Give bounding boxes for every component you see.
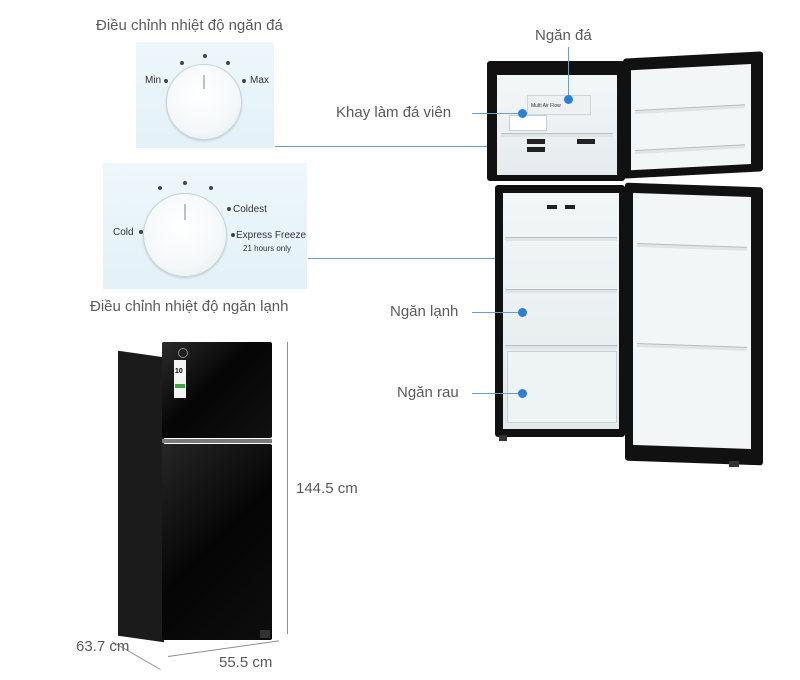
brand-logo — [178, 348, 188, 358]
dial-tick — [231, 233, 235, 237]
freezer-dial-knob — [166, 64, 242, 140]
callout-ngan-da-dot — [564, 95, 573, 104]
dial-tick — [183, 181, 187, 185]
height-dimension-line — [287, 342, 288, 634]
freezer-dial-panel: Min Max — [136, 42, 274, 148]
fridge-door-inner — [633, 192, 751, 449]
fridge-shelf — [505, 289, 617, 293]
knob-indicator — [184, 204, 186, 220]
dial-max-label: Max — [250, 75, 269, 86]
fridge-foot — [260, 630, 270, 638]
door-shelf — [635, 104, 745, 115]
freezer-dial-connector — [275, 146, 563, 147]
vent — [565, 205, 575, 209]
vent — [527, 147, 545, 152]
callout-ngan-lanh-leader — [472, 312, 522, 313]
vent — [527, 139, 545, 144]
freezer-interior: Multi Air Flow — [497, 75, 617, 175]
door-shelf — [637, 243, 747, 251]
fridge-shelf — [505, 237, 617, 241]
callout-ngan-lanh-label: Ngăn lạnh — [390, 303, 459, 320]
dial-cold-label: Cold — [113, 227, 134, 238]
fridge-dial-connector — [308, 258, 563, 259]
dial-tick — [203, 54, 207, 58]
dial-tick — [139, 230, 143, 234]
fridge-side-panel — [118, 350, 164, 643]
door-handle-strip — [162, 439, 272, 443]
callout-ngan-da-leader — [568, 47, 569, 97]
callout-ngan-rau-leader — [472, 393, 522, 394]
door-shelf — [635, 144, 745, 155]
fridge-control-title: Điều chỉnh nhiệt độ ngăn lạnh — [90, 298, 289, 315]
fridge-dial-panel: Cold Coldest Express Freeze 21 hours onl… — [103, 163, 307, 289]
open-fridge: Multi Air Flow — [487, 51, 767, 475]
fridge-cabinet — [495, 185, 625, 437]
dial-tick — [209, 186, 213, 190]
freezer-control-title: Điều chỉnh nhiệt độ ngăn đá — [96, 17, 283, 34]
dial-tick — [226, 61, 230, 65]
dial-coldest-label: Coldest — [233, 204, 267, 215]
ice-tray — [509, 115, 547, 131]
callout-khay-leader — [472, 113, 522, 114]
fridge-shelf — [505, 345, 617, 349]
callout-ngan-rau-dot — [518, 389, 527, 398]
callout-ngan-rau-label: Ngăn rau — [397, 384, 459, 401]
width-dimension-label: 55.5 cm — [219, 654, 273, 671]
fridge-foot — [499, 435, 507, 441]
door-shelf — [637, 343, 747, 351]
depth-dimension-label: 63.7 cm — [76, 638, 130, 655]
dial-express-label: Express Freeze — [236, 230, 307, 241]
callout-ngan-da-label: Ngăn đá — [535, 27, 592, 44]
vent — [577, 139, 595, 144]
energy-label-value: 10 — [175, 368, 183, 375]
fridge-door — [625, 182, 763, 466]
dial-tick — [227, 207, 231, 211]
energy-label: 10 — [174, 360, 186, 398]
airflow-panel — [527, 95, 591, 115]
dial-tick — [158, 186, 162, 190]
crisper-drawer — [507, 351, 617, 423]
freezer-door-front: 10 — [162, 342, 272, 438]
dial-tick — [164, 79, 168, 83]
callout-ngan-lanh-dot — [518, 308, 527, 317]
fridge-door-front — [162, 444, 272, 640]
freezer-cabinet: Multi Air Flow — [487, 61, 625, 181]
freezer-shelf — [501, 133, 613, 137]
fridge-dial-knob — [143, 193, 227, 277]
dial-express-note: 21 hours only — [243, 244, 292, 253]
callout-khay-dot — [518, 109, 527, 118]
vent — [547, 205, 557, 209]
closed-fridge: 10 — [118, 340, 278, 645]
callout-khay-label: Khay làm đá viên — [336, 104, 452, 121]
dial-tick — [180, 61, 184, 65]
dial-min-label: Min — [145, 75, 162, 86]
fridge-foot — [729, 461, 739, 467]
knob-indicator — [203, 75, 205, 89]
energy-label-bar — [175, 384, 185, 388]
airflow-text: Multi Air Flow — [531, 103, 561, 109]
dial-tick — [242, 79, 246, 83]
freezer-door — [623, 51, 763, 179]
freezer-door-inner — [631, 63, 751, 171]
height-dimension-label: 144.5 cm — [296, 480, 358, 497]
